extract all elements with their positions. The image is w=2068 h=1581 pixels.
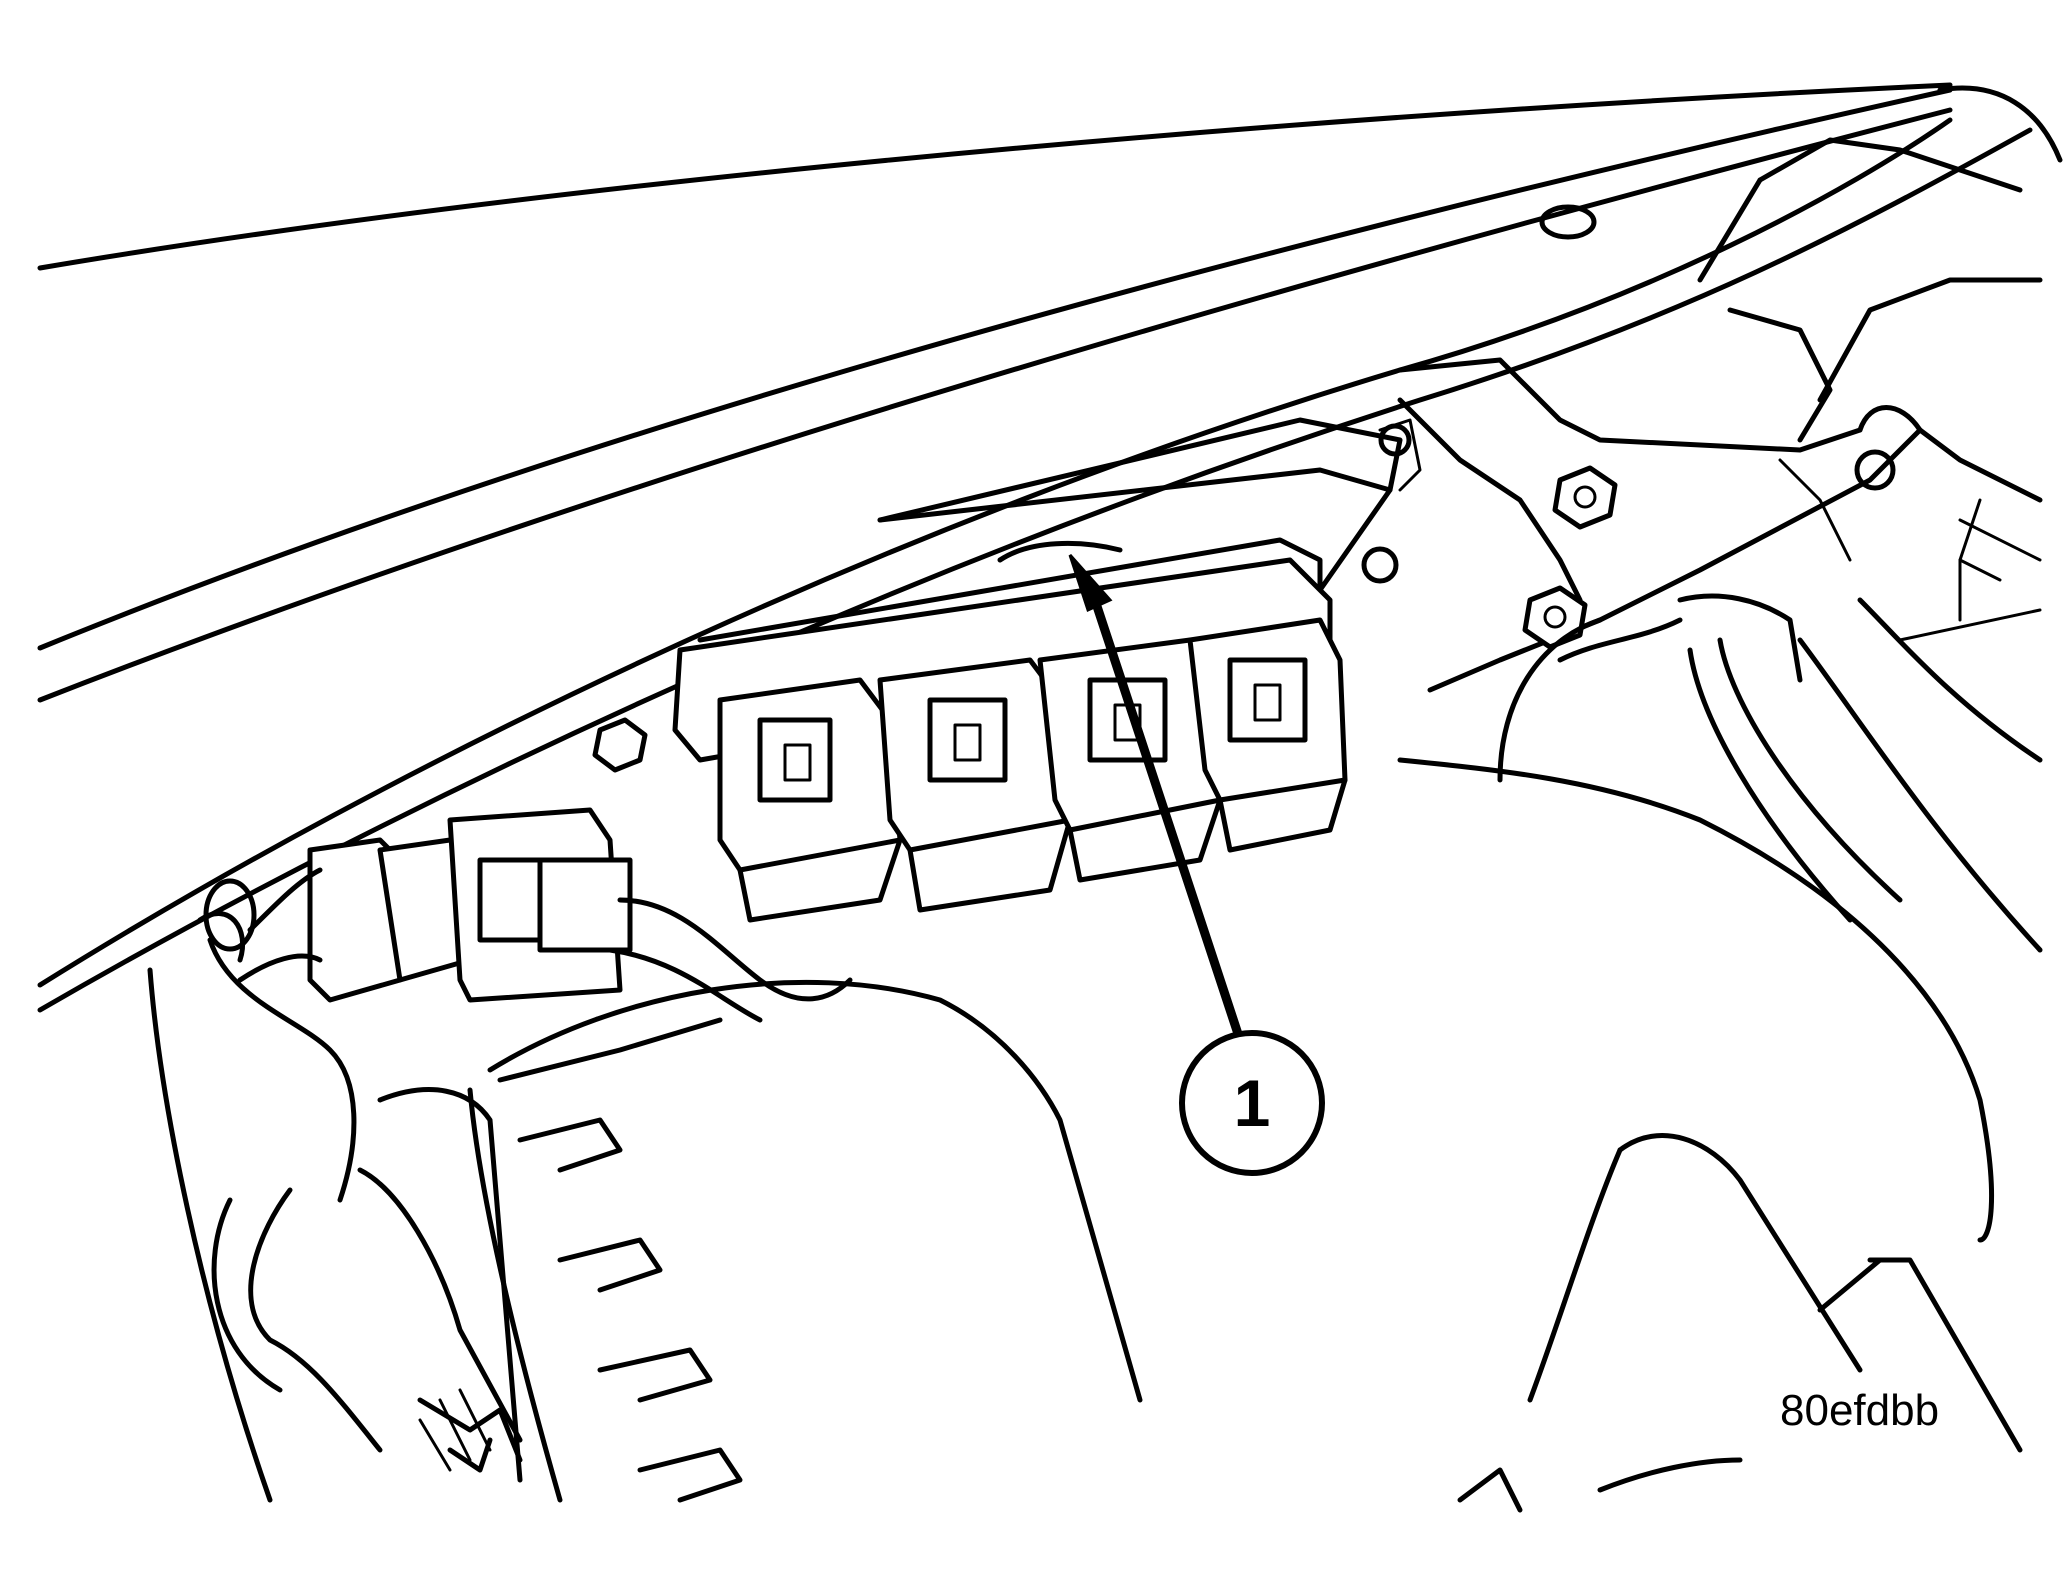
callout-1: 1 — [1179, 1030, 1325, 1176]
bolt — [592, 717, 648, 773]
right-hose — [1497, 593, 1903, 923]
connector — [1187, 617, 1348, 853]
cowl-bracket — [1397, 137, 2043, 953]
bolts — [592, 423, 1618, 773]
connector — [717, 677, 903, 923]
module-connectors — [717, 617, 1348, 923]
figure-code: 80efdbb — [1780, 1386, 1939, 1435]
air-intake-housing — [467, 757, 2023, 1513]
bolt — [1522, 585, 1588, 650]
fender-edge-lines — [37, 82, 2063, 1013]
callout-number: 1 — [1234, 1066, 1271, 1140]
bolt — [1552, 465, 1618, 530]
harness-connector — [197, 807, 853, 1023]
bolt — [1361, 546, 1399, 584]
callout-circle — [1179, 1030, 1325, 1176]
left-strut-structure — [147, 878, 523, 1503]
callout-leader — [1068, 554, 1245, 1045]
callout-leader-line — [1085, 580, 1245, 1045]
connector — [877, 657, 1073, 913]
